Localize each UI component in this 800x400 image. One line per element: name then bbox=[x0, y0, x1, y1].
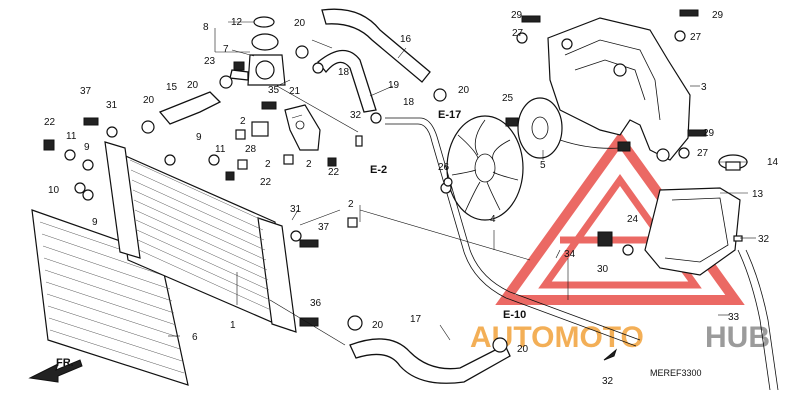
callout-22-mid: 22 bbox=[260, 177, 272, 188]
small-hardware bbox=[43, 9, 743, 361]
ref-e10: E-10 bbox=[503, 309, 526, 321]
callout-22-right: 22 bbox=[328, 167, 340, 178]
thermostat-bracket bbox=[284, 104, 321, 151]
callout-9-left: 9 bbox=[84, 142, 90, 153]
callout-7: 7 bbox=[223, 44, 229, 55]
callout-24: 24 bbox=[627, 214, 639, 225]
callout-2-b: 2 bbox=[265, 159, 271, 170]
front-direction-indicator: FR. bbox=[28, 357, 83, 383]
hose-16 bbox=[321, 8, 431, 83]
callout-17: 17 bbox=[410, 314, 422, 325]
hose-17 bbox=[349, 338, 511, 384]
hose-33 bbox=[737, 249, 779, 391]
callout-36: 36 bbox=[310, 298, 322, 309]
callout-5: 5 bbox=[540, 160, 546, 171]
callout-20-b: 20 bbox=[143, 95, 155, 106]
callout-35: 35 bbox=[268, 85, 280, 96]
callout-11-left: 11 bbox=[66, 131, 77, 142]
callout-27-right: 27 bbox=[690, 32, 702, 43]
callout-16: 16 bbox=[400, 34, 412, 45]
fan-bracket bbox=[547, 17, 691, 162]
callout-14: 14 bbox=[767, 157, 779, 168]
callout-33: 33 bbox=[728, 312, 740, 323]
callout-27-left: 27 bbox=[512, 28, 524, 39]
callout-20-left: 20 bbox=[187, 80, 199, 91]
callout-29-lower: 29 bbox=[703, 128, 715, 139]
callout-21: 21 bbox=[289, 86, 301, 97]
filler-neck bbox=[229, 33, 286, 86]
callout-32-bottom: 32 bbox=[602, 376, 614, 387]
hose-15 bbox=[158, 91, 222, 125]
callout-2-a: 2 bbox=[240, 116, 246, 127]
ref-e17: E-17 bbox=[438, 109, 461, 121]
callout-28: 28 bbox=[245, 144, 257, 155]
callout-4: 4 bbox=[490, 214, 496, 225]
fan-motor bbox=[517, 97, 631, 159]
callout-32-right: 32 bbox=[758, 234, 770, 245]
callout-37-mid: 37 bbox=[318, 222, 330, 233]
radiator-core bbox=[104, 141, 297, 333]
radiator-cap bbox=[253, 16, 275, 28]
front-label: FR. bbox=[56, 357, 74, 369]
callout-27-lower: 27 bbox=[697, 148, 709, 159]
callout-29-left: 29 bbox=[511, 10, 523, 21]
hose-19 bbox=[317, 49, 377, 113]
callout-18-mid: 18 bbox=[403, 97, 415, 108]
callout-20-e10: 20 bbox=[517, 344, 529, 355]
watermark-word-hub: HUB bbox=[705, 321, 770, 354]
callout-37-left: 37 bbox=[80, 86, 92, 97]
callout-3: 3 bbox=[701, 82, 707, 93]
callout-31-left: 31 bbox=[106, 100, 118, 111]
callout-23: 23 bbox=[204, 56, 216, 67]
callout-2-c: 2 bbox=[306, 159, 312, 170]
callout-22-left: 22 bbox=[44, 117, 56, 128]
callout-8: 8 bbox=[203, 22, 209, 33]
callout-30: 30 bbox=[597, 264, 609, 275]
leader-lines bbox=[168, 21, 756, 346]
callout-20-bottom: 20 bbox=[372, 320, 384, 331]
callout-20-right: 20 bbox=[458, 85, 470, 96]
callout-labels: 8 12 7 20 18 16 19 20 18 32 E-17 23 20 3… bbox=[44, 10, 779, 387]
callout-10: 10 bbox=[48, 185, 60, 196]
callout-15: 15 bbox=[166, 82, 178, 93]
callout-18-top: 18 bbox=[338, 67, 350, 78]
callout-11-mid: 11 bbox=[215, 144, 226, 155]
ref-e2: E-2 bbox=[370, 164, 387, 176]
diagram-code: MEREF3300 bbox=[650, 368, 702, 378]
callout-19: 19 bbox=[388, 80, 400, 91]
callout-6: 6 bbox=[192, 332, 198, 343]
callout-32-mid: 32 bbox=[350, 110, 362, 121]
callout-12: 12 bbox=[231, 17, 243, 28]
callout-29-right: 29 bbox=[712, 10, 724, 21]
callout-31-mid: 31 bbox=[290, 204, 302, 215]
callout-26: 26 bbox=[438, 162, 450, 173]
cooling-fan bbox=[446, 115, 524, 221]
callout-9-mid: 9 bbox=[196, 132, 202, 143]
callout-34: 34 bbox=[564, 249, 576, 260]
callout-2-d: 2 bbox=[348, 199, 354, 210]
callout-9-bottom: 9 bbox=[92, 217, 98, 228]
reserve-tank bbox=[644, 187, 741, 276]
reserve-tank-cap bbox=[718, 154, 748, 171]
callout-13: 13 bbox=[752, 189, 764, 200]
callout-25: 25 bbox=[502, 93, 514, 104]
callout-20-top: 20 bbox=[294, 18, 306, 29]
pipe-34 bbox=[385, 117, 641, 347]
callout-1: 1 bbox=[230, 320, 236, 331]
